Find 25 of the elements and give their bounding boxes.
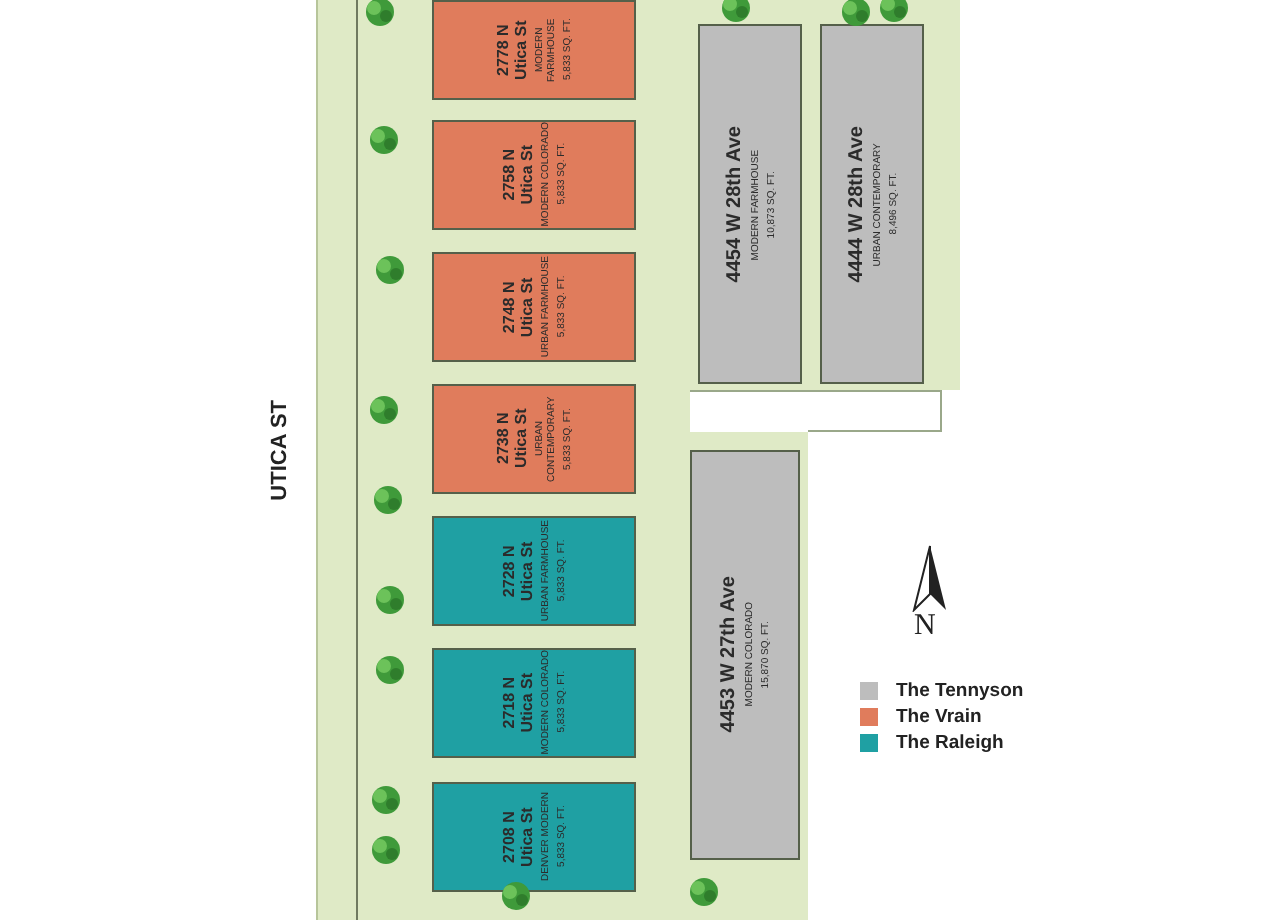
lot-address: 2708 N Utica St [500, 805, 536, 871]
lot-plot [698, 24, 802, 384]
lot-address: 2778 N Utica St [494, 18, 530, 84]
lot-address: 2748 N Utica St [500, 275, 536, 341]
legend-label: The Tennyson [896, 680, 1024, 702]
lot-address: 2718 N Utica St [500, 671, 536, 737]
lot-plot [690, 450, 800, 860]
street-name: UTICA ST [268, 400, 292, 501]
lot-address: 4453 W 27th Ave [718, 576, 740, 734]
north-label: N [914, 610, 936, 644]
lot-address: 4454 W 28th Ave [723, 125, 745, 283]
lot-address: 2738 N Utica St [494, 406, 530, 473]
lot-plot [432, 782, 636, 892]
lot-plot [432, 384, 636, 494]
lot-address: 4444 W 28th Ave [845, 125, 867, 283]
lot-plot [432, 252, 636, 362]
lot-plot [432, 0, 636, 100]
lot-plot [432, 516, 636, 626]
legend-label: The Raleigh [896, 732, 1004, 754]
lot-address: 2728 N Utica St [500, 539, 536, 605]
lot-plot [432, 120, 636, 230]
lot-plot [432, 648, 636, 758]
lot-address: 2758 N Utica St [500, 143, 536, 209]
legend-label: The Vrain [896, 706, 982, 728]
lot-plot [820, 24, 924, 384]
